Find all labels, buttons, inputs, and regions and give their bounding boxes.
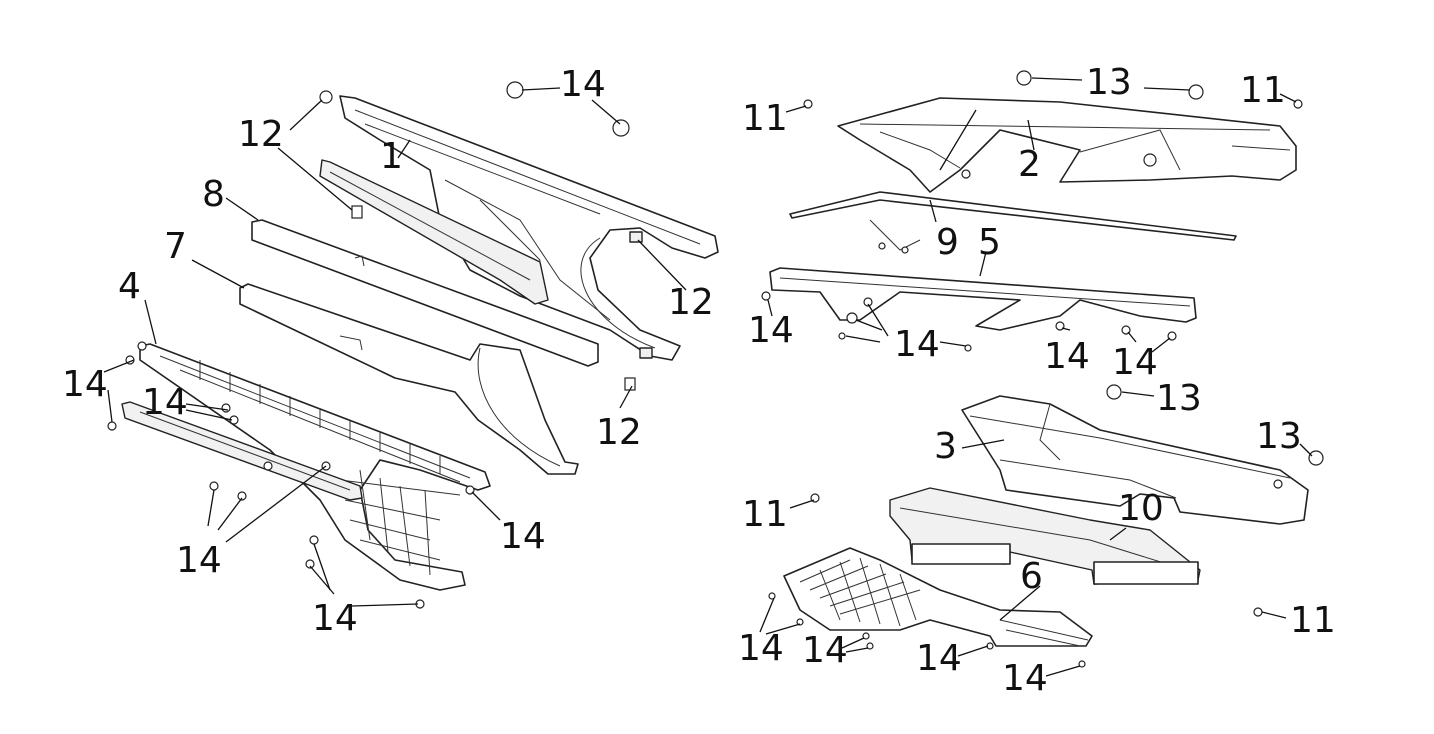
part-1-inner-bracket (319, 159, 549, 305)
callout-14: 14 (312, 598, 358, 639)
callout-8: 8 (202, 174, 225, 215)
right-leader-lines (759, 77, 1313, 677)
callout-6: 6 (1020, 556, 1043, 597)
callout-14: 14 (560, 64, 606, 105)
callout-11: 11 (742, 494, 788, 535)
callout-4: 4 (118, 266, 141, 307)
callout-9: 9 (936, 222, 959, 263)
callout-12: 12 (238, 114, 284, 155)
callout-14: 14 (1044, 336, 1090, 377)
part-1-upper-frame (339, 95, 719, 361)
callout-14: 14 (500, 516, 546, 557)
part-6-lattice-guard (768, 547, 1093, 668)
part-9-thin-strip (789, 191, 1237, 254)
part-3-cover (961, 395, 1309, 525)
callout-12: 12 (596, 412, 642, 453)
part-4-lower-rail (121, 401, 363, 501)
left-fasteners (107, 81, 636, 609)
part-7-guard-panel (239, 283, 579, 475)
callout-14: 14 (894, 324, 940, 365)
callout-11: 11 (1240, 70, 1286, 111)
part-5-rail (761, 267, 1197, 352)
callout-13: 13 (1156, 378, 1202, 419)
callout-13: 13 (1086, 62, 1132, 103)
callout-14: 14 (62, 364, 108, 405)
callout-14: 14 (802, 630, 848, 671)
part-2-upper-guard (837, 97, 1297, 193)
callout-14: 14 (748, 310, 794, 351)
callout-1: 1 (380, 136, 403, 177)
callout-14: 14 (738, 628, 784, 669)
callout-3: 3 (934, 426, 957, 467)
part-8-strip (251, 219, 599, 367)
callout-14: 14 (142, 382, 188, 423)
callout-2: 2 (1018, 144, 1041, 185)
callout-7: 7 (164, 226, 187, 267)
callout-labels: 1 2 3 4 5 6 7 8 9 10 11 11 11 11 12 12 1… (62, 62, 1336, 699)
callout-14: 14 (1112, 342, 1158, 383)
callout-14: 14 (916, 638, 962, 679)
callout-13: 13 (1256, 416, 1302, 457)
callout-10: 10 (1118, 488, 1164, 529)
callout-14: 14 (1002, 658, 1048, 699)
callout-11: 11 (742, 98, 788, 139)
part-10-lower-cover (889, 487, 1201, 585)
callout-14: 14 (176, 540, 222, 581)
callout-12: 12 (668, 282, 714, 323)
callout-11: 11 (1290, 600, 1336, 641)
callout-5: 5 (978, 222, 1001, 263)
left-leader-lines (103, 87, 687, 607)
